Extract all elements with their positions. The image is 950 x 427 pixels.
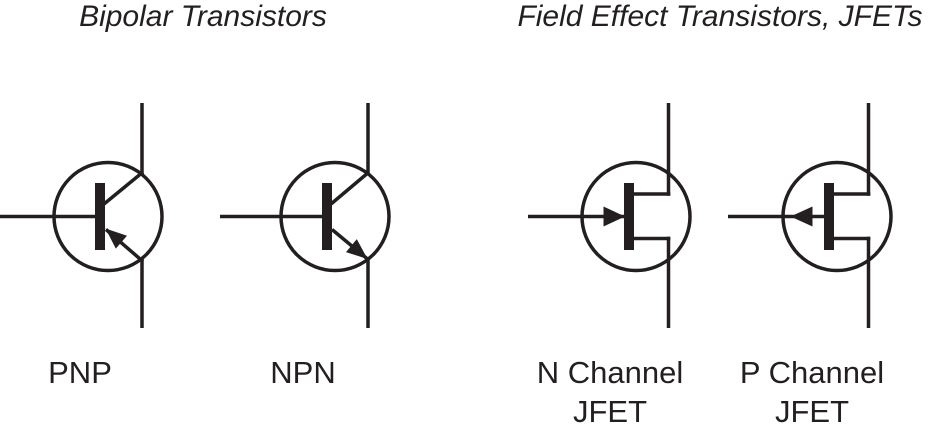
p-channel-jfet-label: P Channel JFET bbox=[732, 353, 892, 427]
npn-body-circle bbox=[279, 160, 391, 273]
npn-transistor-symbol bbox=[220, 103, 391, 328]
njfet-gate-arrow-icon bbox=[603, 206, 625, 227]
pnp-label: PNP bbox=[40, 353, 120, 392]
npn-label-text: NPN bbox=[270, 355, 336, 390]
npn-emitter-arrow-icon bbox=[346, 239, 368, 259]
pjfet-body-circle bbox=[781, 160, 893, 273]
fet-section-title: Field Effect Transistors, JFETs bbox=[517, 0, 923, 33]
njfet-channel-bar bbox=[624, 183, 634, 250]
p-channel-jfet-symbol bbox=[728, 103, 893, 328]
pjfet-channel-bar bbox=[824, 183, 834, 250]
n-channel-jfet-label: N Channel JFET bbox=[530, 353, 690, 427]
njfet-label-line1: N Channel bbox=[536, 355, 684, 390]
njfet-body-circle bbox=[580, 160, 692, 273]
pjfet-gate-arrow-icon bbox=[790, 206, 813, 227]
pnp-transistor-symbol bbox=[0, 103, 164, 328]
bipolar-section-title: Bipolar Transistors bbox=[79, 0, 327, 33]
npn-collector-diagonal bbox=[329, 170, 371, 206]
pjfet-label-line1: P Channel bbox=[739, 355, 885, 390]
npn-base-bar bbox=[322, 183, 332, 250]
pnp-collector-diagonal bbox=[102, 170, 145, 206]
pnp-base-bar bbox=[95, 183, 105, 250]
pnp-emitter-arrow-icon bbox=[105, 228, 127, 249]
njfet-label-line2: JFET bbox=[572, 394, 648, 427]
n-channel-jfet-symbol bbox=[528, 103, 692, 328]
pnp-label-text: PNP bbox=[48, 355, 112, 390]
pnp-body-circle bbox=[52, 160, 164, 273]
pjfet-label-line2: JFET bbox=[774, 394, 850, 427]
npn-label: NPN bbox=[263, 353, 343, 392]
